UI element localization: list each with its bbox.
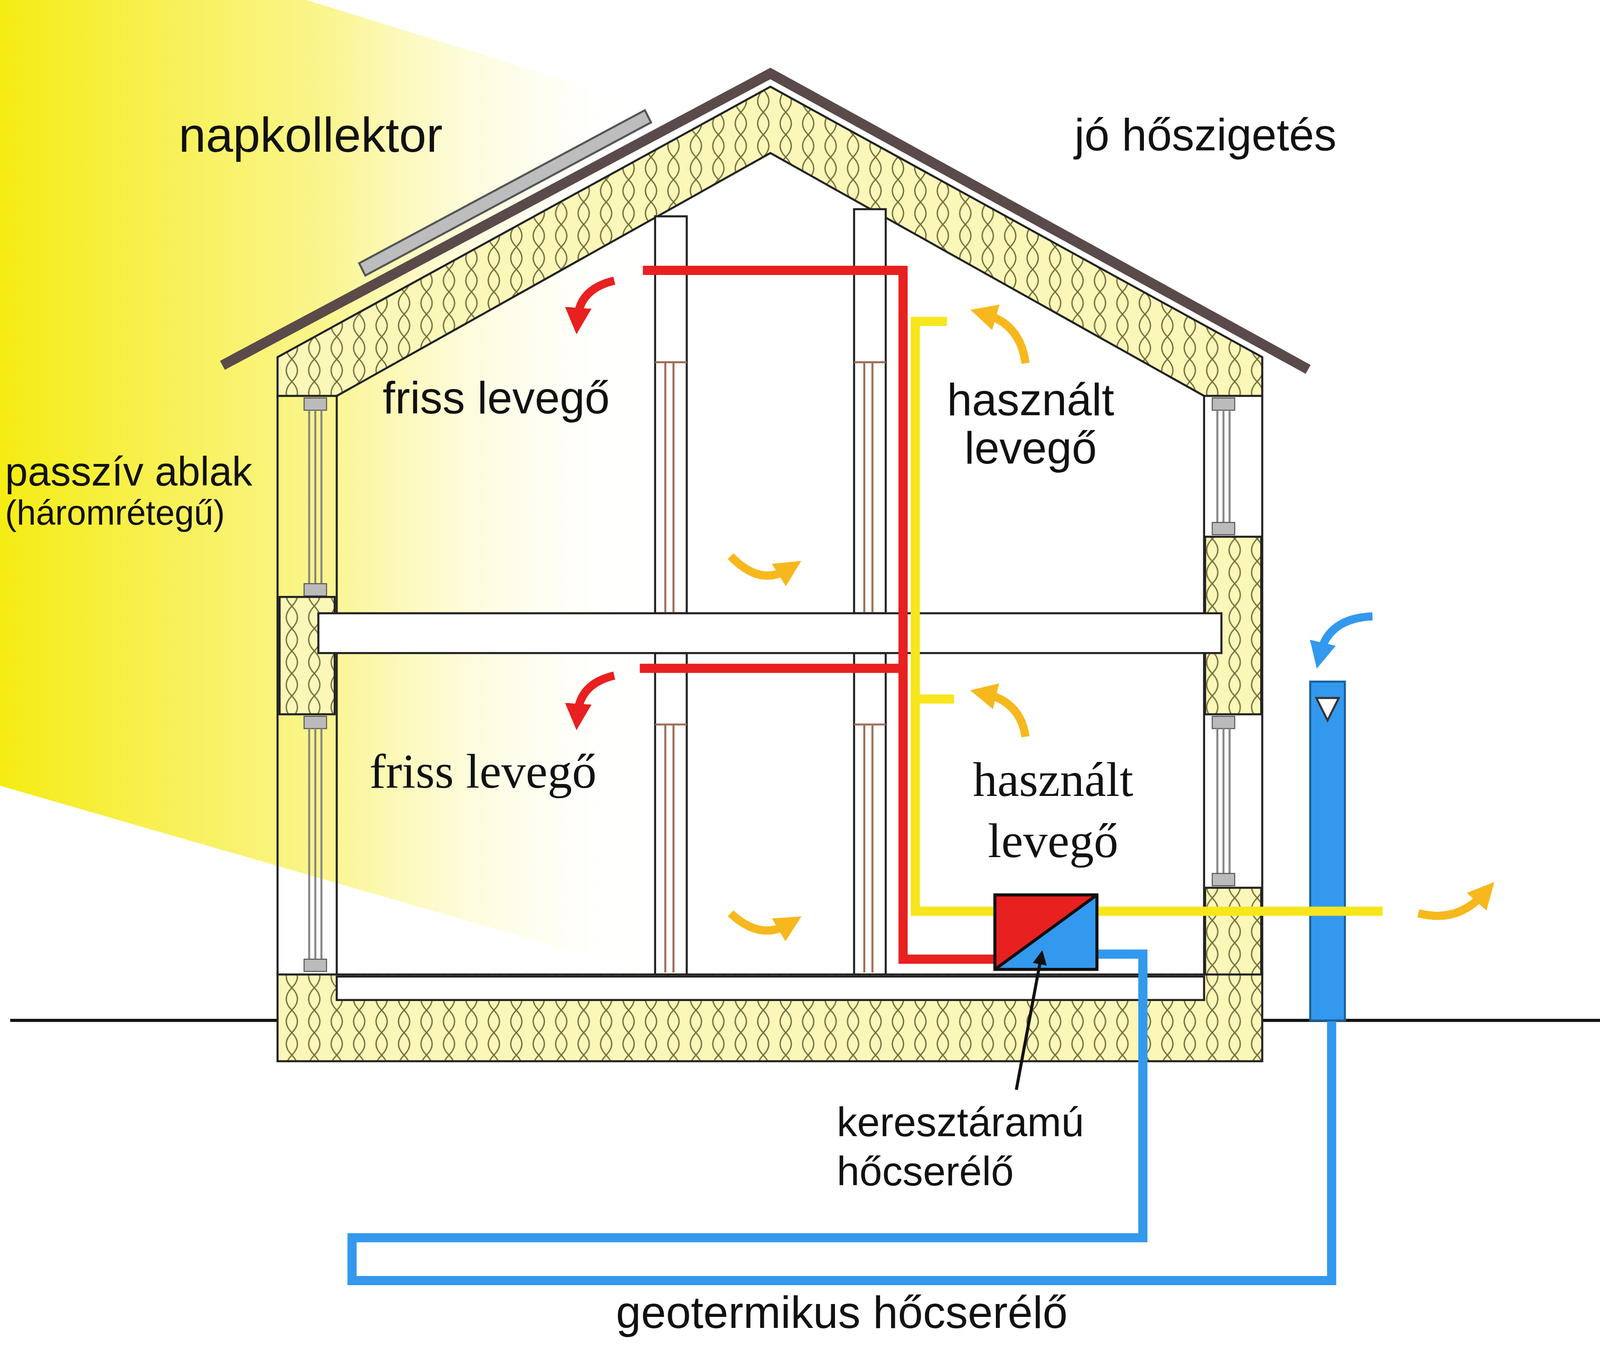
window-frame	[1212, 873, 1235, 886]
diagram-label: (háromrétegű)	[5, 493, 225, 532]
window-frame	[303, 959, 327, 972]
window-frame	[1212, 397, 1235, 411]
diagram-label: geotermikus hőcserélő	[616, 1287, 1068, 1338]
leader-line	[1016, 953, 1042, 1090]
diagram-label: használt levegő	[928, 375, 1133, 473]
partition-wall	[854, 652, 886, 975]
intake-filter	[1316, 697, 1339, 721]
window-frame	[303, 583, 327, 596]
flow-arrow	[985, 314, 1026, 364]
air-intake	[1310, 681, 1345, 1021]
partition-wall	[655, 216, 687, 613]
floor-slab	[318, 613, 1222, 654]
window-frame	[1212, 522, 1235, 535]
diagram-label: friss levegő	[369, 742, 597, 800]
window-glazing	[1217, 410, 1230, 523]
window-glazing	[1217, 728, 1230, 874]
supply-duct	[640, 270, 995, 960]
window-glazing	[308, 410, 322, 584]
diagram-label: keresztáramú hőcserélő	[836, 1097, 1104, 1196]
wall-insulation	[1205, 887, 1262, 976]
floor-slab	[336, 976, 1204, 1000]
window-frame	[1212, 716, 1235, 729]
diagram-label: használt levegő	[950, 748, 1155, 872]
flow-arrow	[730, 555, 788, 576]
diagram-label: napkollektor	[178, 108, 443, 162]
flow-arrow	[1418, 893, 1484, 916]
diagram-label: jó hőszigetés	[1074, 110, 1337, 160]
ground-line	[10, 1018, 278, 1023]
diagram-label: friss levegő	[382, 373, 610, 423]
window-frame	[303, 716, 327, 729]
wall-line	[276, 395, 279, 975]
window-glazing	[308, 728, 322, 960]
heat-exchanger-cold	[994, 894, 1098, 970]
flow-arrow	[1320, 616, 1373, 653]
flow-arrow	[985, 693, 1026, 737]
wall-line	[335, 395, 338, 975]
foundation-insulation	[277, 974, 1263, 1062]
heat-exchanger	[994, 894, 1098, 970]
flow-arrow	[577, 675, 615, 715]
exhaust-duct	[915, 321, 1383, 912]
diagram-label: passzív ablak	[5, 449, 253, 495]
sunlight-beam	[0, 0, 653, 975]
partition-wall	[655, 652, 687, 975]
flow-arrow	[577, 280, 615, 319]
heat-exchanger-divider	[994, 894, 1098, 970]
heat-exchanger-warm	[994, 894, 1098, 970]
geothermal-pipe	[352, 954, 1332, 1281]
flow-arrow	[730, 913, 788, 931]
window-frame	[303, 397, 327, 411]
